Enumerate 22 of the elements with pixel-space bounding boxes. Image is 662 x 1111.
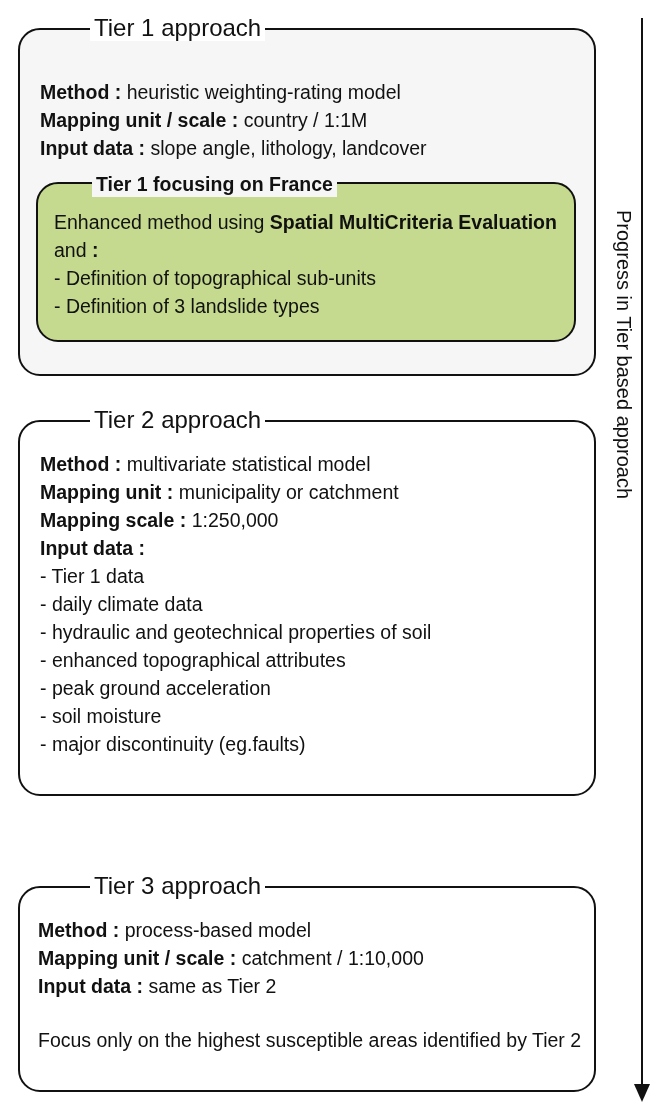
- text-line: Input data : same as Tier 2: [38, 974, 278, 999]
- text-line: - hydraulic and geotechnical properties of soil: [40, 620, 433, 645]
- text-line: Mapping unit / scale : country / 1:1M: [40, 108, 369, 133]
- text-line: Method : process-based model: [38, 918, 313, 943]
- text-line: Mapping scale : 1:250,000: [40, 508, 280, 533]
- text-line: - enhanced topographical attributes: [40, 648, 347, 673]
- text-line: - Definition of topographical sub-units: [54, 266, 377, 291]
- text-line: Method : heuristic weighting-rating model: [40, 80, 402, 105]
- axis-label: Progress in Tier based approach: [612, 210, 635, 500]
- text-line: Mapping unit : municipality or catchment: [40, 480, 400, 505]
- text-line: Enhanced method using Spatial MultiCriteria Evaluation and :: [54, 210, 558, 263]
- text-line: Input data : slope angle, lithology, landcover: [40, 136, 428, 161]
- text-line: - Tier 1 data: [40, 564, 146, 589]
- text-line: - daily climate data: [40, 592, 204, 617]
- text-line: - peak ground acceleration: [40, 676, 272, 701]
- text-line: Input data :: [40, 536, 147, 561]
- text-line: - major discontinuity (eg.faults): [40, 732, 307, 757]
- text-line: - Definition of 3 landslide types: [54, 294, 321, 319]
- text-line: Mapping unit / scale : catchment / 1:10,000: [38, 946, 425, 971]
- text-line: Method : multivariate statistical model: [40, 452, 372, 477]
- text-line: Focus only on the highest susceptible areas identified by Tier 2: [38, 1028, 583, 1053]
- text-line: - soil moisture: [40, 704, 163, 729]
